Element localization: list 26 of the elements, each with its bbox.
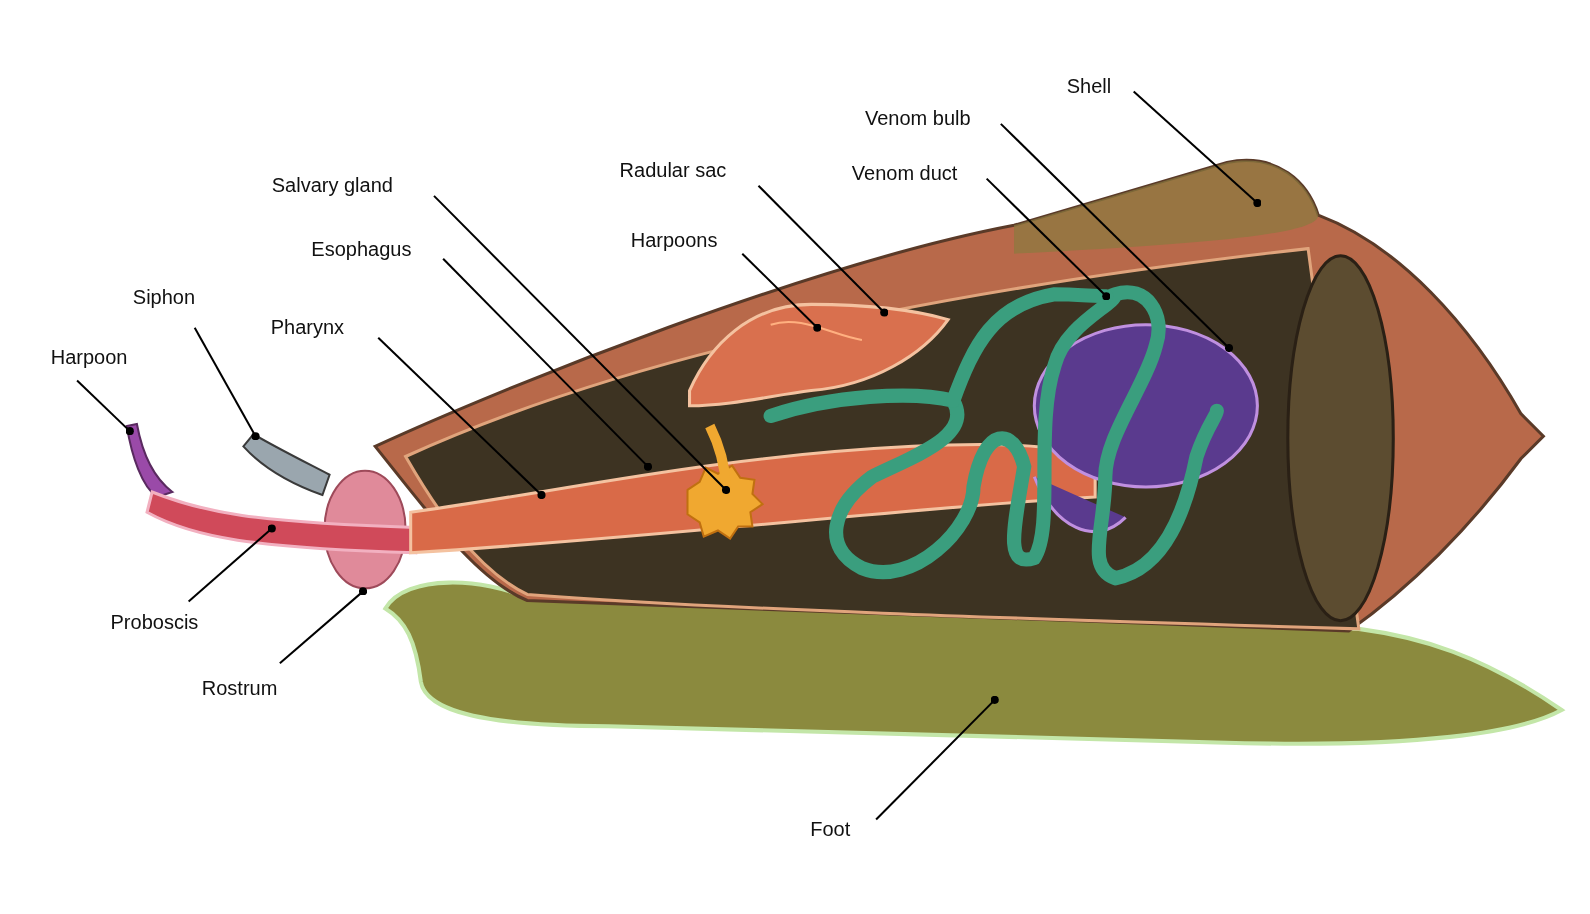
leader-line [741,252,822,332]
part-label: Esophagus [311,237,412,262]
leader-line [1133,90,1262,208]
leader-line [757,185,889,317]
part-label: Salvary gland [271,173,393,198]
leader-line [442,258,652,471]
part-label: Foot [810,817,851,842]
part-label: Pharynx [270,315,345,340]
leader-line [875,695,999,821]
leader-line [279,587,368,665]
part-label: Harpoons [630,228,718,253]
part-label: Proboscis [110,610,199,635]
leader-line [76,379,134,436]
leader-line [193,327,260,441]
leader-line [433,195,731,494]
part-label: Siphon [132,284,196,309]
part-label: Harpoon [50,344,128,369]
leader-line [1000,123,1234,353]
part-label: Rostrum [201,676,278,701]
part-label: Venom duct [851,161,958,186]
part-label: Shell [1066,74,1112,98]
leader-line [985,177,1111,301]
leader-line [377,337,546,500]
part-label: Radular sac [619,158,727,183]
leader-line [187,524,276,603]
part-label: Venom bulb [864,106,971,131]
